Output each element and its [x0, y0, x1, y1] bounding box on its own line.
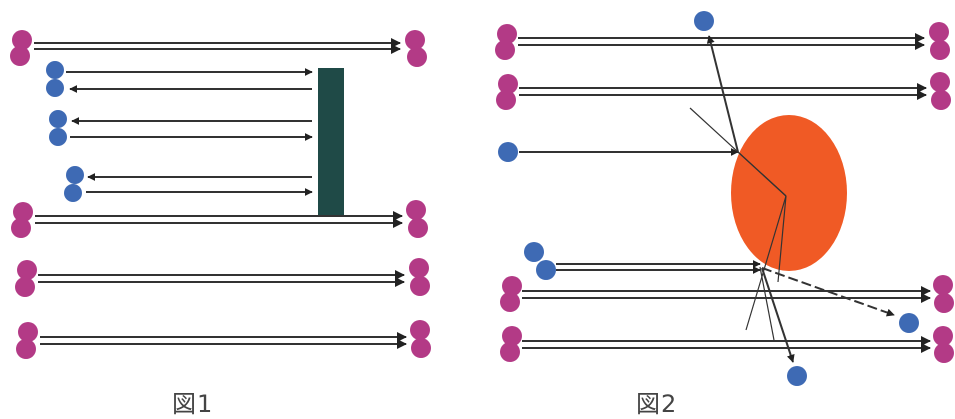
magenta-particle-pair: [18, 322, 38, 342]
fig1-row-3: [15, 258, 430, 297]
fig2-deflected-top: [498, 11, 787, 197]
trajectory-line: [777, 195, 787, 283]
magenta-particle-pair: [930, 40, 950, 60]
blue-particle: [787, 366, 807, 386]
magenta-particle-pair: [502, 326, 522, 346]
deflected-arrow: [761, 267, 795, 363]
magenta-particle-pair: [408, 218, 428, 238]
magenta-particle-pair: [934, 293, 954, 313]
blue-particle: [498, 142, 518, 162]
figure-1: [10, 30, 431, 359]
magenta-particle-pair: [933, 275, 953, 295]
magenta-particle-pair: [16, 339, 36, 359]
magenta-particle-pair: [934, 343, 954, 363]
trajectory-line: [737, 151, 787, 197]
blue-particle: [66, 166, 84, 184]
magenta-particle-pair: [11, 218, 31, 238]
blue-particle: [899, 313, 919, 333]
magenta-particle-pair: [10, 46, 30, 66]
blue-particle: [46, 61, 64, 79]
magenta-particle-pair: [502, 276, 522, 296]
magenta-particle-pair: [498, 74, 518, 94]
blue-particle: [49, 110, 67, 128]
fig1-row-2: [11, 200, 428, 238]
target-nucleus: [731, 115, 847, 271]
magenta-particle-pair: [405, 30, 425, 50]
trajectory-line: [759, 266, 775, 341]
fig2-row-4: [500, 326, 954, 363]
figure-2: [495, 11, 954, 386]
figure-1-caption: 図1: [172, 390, 214, 418]
fig1-reflected-beams: [46, 61, 313, 202]
fig2-row-3: [500, 275, 954, 313]
blue-particle: [46, 79, 64, 97]
figure-2-caption: 図2: [636, 390, 678, 418]
magenta-particle-pair: [929, 22, 949, 42]
magenta-particle-pair: [497, 24, 517, 44]
magenta-particle-pair: [12, 30, 32, 50]
magenta-particle-pair: [13, 202, 33, 222]
magenta-particle-pair: [500, 292, 520, 312]
magenta-particle-pair: [933, 326, 953, 346]
magenta-particle-pair: [495, 40, 515, 60]
magenta-particle-pair: [410, 320, 430, 340]
fig1-row-4: [16, 320, 431, 359]
magenta-particle-pair: [496, 90, 516, 110]
fig1-row-1: [10, 30, 427, 67]
magenta-particle-pair: [930, 72, 950, 92]
blue-particle: [524, 242, 544, 262]
fig2-row-1: [495, 22, 950, 60]
magenta-particle-pair: [407, 47, 427, 67]
trajectory-line: [745, 195, 787, 331]
blue-particle: [694, 11, 714, 31]
magenta-particle-pair: [15, 277, 35, 297]
magenta-particle-pair: [17, 260, 37, 280]
magenta-particle-pair: [409, 258, 429, 278]
blue-particle: [536, 260, 556, 280]
magenta-particle-pair: [410, 276, 430, 296]
magenta-particle-pair: [500, 342, 520, 362]
blue-particle: [64, 184, 82, 202]
blue-particle: [49, 128, 67, 146]
deflected-arrow: [706, 35, 739, 153]
reflector-slab: [318, 68, 344, 216]
magenta-particle-pair: [411, 338, 431, 358]
fig2-deflected-bottom: [524, 195, 919, 386]
magenta-particle-pair: [931, 90, 951, 110]
magenta-particle-pair: [406, 200, 426, 220]
